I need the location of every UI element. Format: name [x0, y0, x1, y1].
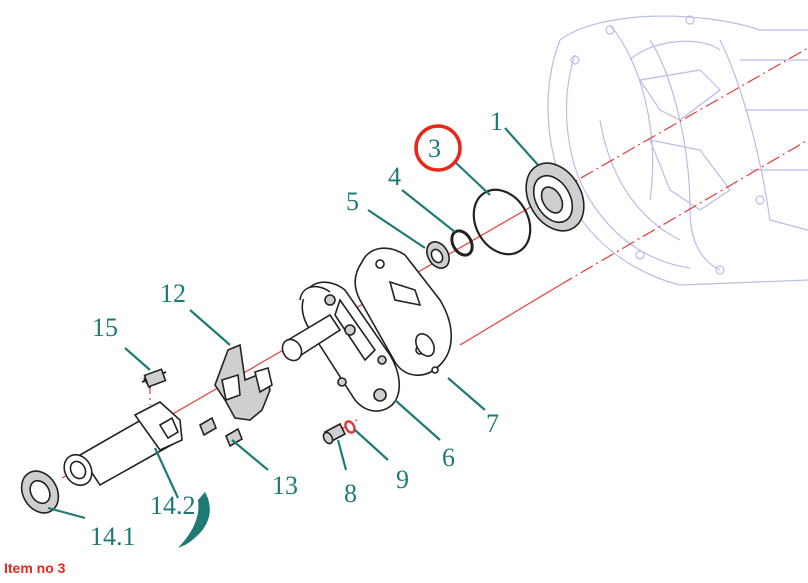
part-3-o-ring [472, 188, 532, 256]
item-caption: Item no 3 [4, 560, 66, 576]
callout-leader-lines [47, 127, 539, 520]
callout-13: 13 [272, 471, 298, 500]
part-14-1-collar [20, 470, 60, 514]
part-6-cover-plate [281, 281, 401, 412]
callout-14-1: 14.1 [90, 522, 136, 551]
highlight-circle [414, 124, 462, 172]
gearbox-housing [547, 15, 808, 286]
part-12-shift-fork [214, 343, 273, 421]
part-4-ring [450, 229, 474, 257]
part-13-screws [199, 416, 243, 448]
callout-12: 12 [160, 279, 186, 308]
callout-1: 1 [490, 107, 503, 136]
callout-7: 7 [486, 409, 499, 438]
part-9-washer [344, 420, 356, 434]
callout-14-2: 14.2 [150, 491, 196, 520]
callout-9: 9 [396, 465, 409, 494]
callout-8: 8 [344, 479, 357, 508]
callout-5: 5 [346, 187, 359, 216]
part-15-spring [141, 368, 167, 389]
decorative-swoosh [178, 492, 210, 548]
callout-15: 15 [92, 313, 118, 342]
exploded-parts-diagram: 1 3 4 5 6 7 8 9 12 13 14.1 14.2 15 [20, 15, 808, 551]
callout-6: 6 [442, 443, 455, 472]
part-14-2-tube [63, 401, 183, 487]
part-8-bolt [322, 422, 347, 445]
part-7-gasket [354, 247, 452, 376]
callout-3: 3 [428, 134, 441, 163]
part-1-bearing [525, 162, 585, 232]
part-5-seal [426, 241, 450, 269]
callout-4: 4 [388, 162, 401, 191]
